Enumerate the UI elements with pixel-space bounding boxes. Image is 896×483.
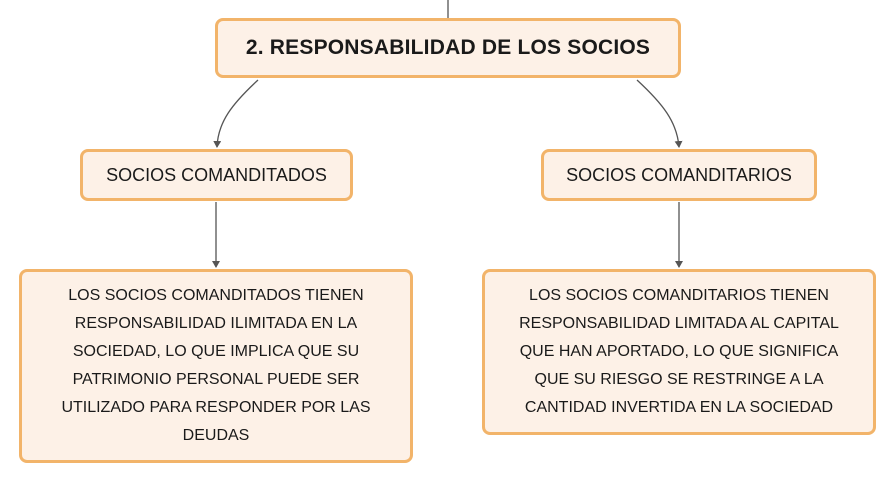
comanditados-label: SOCIOS COMANDITADOS bbox=[106, 164, 327, 185]
title-node: 2. RESPONSABILIDAD DE LOS SOCIOS bbox=[215, 18, 681, 78]
comanditarios-node: SOCIOS COMANDITARIOS bbox=[541, 149, 817, 201]
comanditados-description-text: LOS SOCIOS COMANDITADOS TIENEN RESPONSAB… bbox=[61, 287, 371, 444]
comanditados-node: SOCIOS COMANDITADOS bbox=[80, 149, 353, 201]
comanditarios-description-node: LOS SOCIOS COMANDITARIOS TIENEN RESPONSA… bbox=[482, 269, 876, 435]
comanditarios-description-text: LOS SOCIOS COMANDITARIOS TIENEN RESPONSA… bbox=[519, 287, 839, 416]
title-to-comanditados-arrow bbox=[213, 79, 259, 148]
comanditarios-label: SOCIOS COMANDITARIOS bbox=[566, 164, 792, 185]
comanditados-description-node: LOS SOCIOS COMANDITADOS TIENEN RESPONSAB… bbox=[19, 269, 413, 463]
title-text: 2. RESPONSABILIDAD DE LOS SOCIOS bbox=[245, 36, 651, 59]
title-to-comanditarios-arrow bbox=[636, 79, 683, 148]
